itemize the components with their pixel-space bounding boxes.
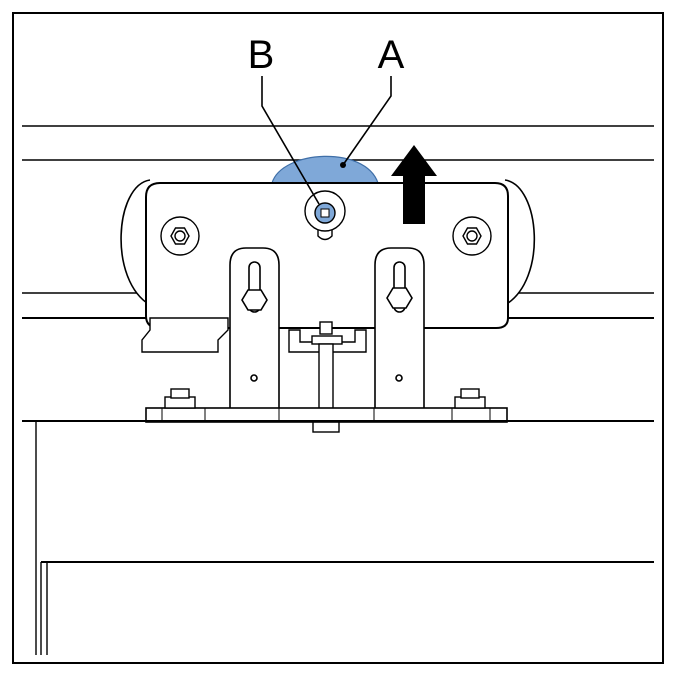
plate-bolt-right bbox=[452, 216, 492, 256]
set-screw-b bbox=[304, 190, 346, 241]
door-panel bbox=[22, 420, 654, 655]
bracket-right bbox=[374, 247, 425, 411]
side-rollers bbox=[120, 179, 536, 306]
callout-label-b: B bbox=[248, 33, 275, 77]
plate-foot-left bbox=[141, 317, 229, 353]
leader-lines bbox=[261, 76, 392, 205]
callout-label-a: A bbox=[378, 33, 405, 77]
base-details bbox=[161, 408, 491, 422]
mounting-base bbox=[145, 407, 508, 423]
base-bolt-left bbox=[164, 388, 196, 409]
bracket-left bbox=[229, 247, 280, 411]
upward-arrow bbox=[391, 145, 437, 224]
adjustment-wheel-a bbox=[271, 155, 379, 184]
base-bolt-right bbox=[454, 388, 486, 409]
plate-bolt-left bbox=[160, 216, 200, 256]
